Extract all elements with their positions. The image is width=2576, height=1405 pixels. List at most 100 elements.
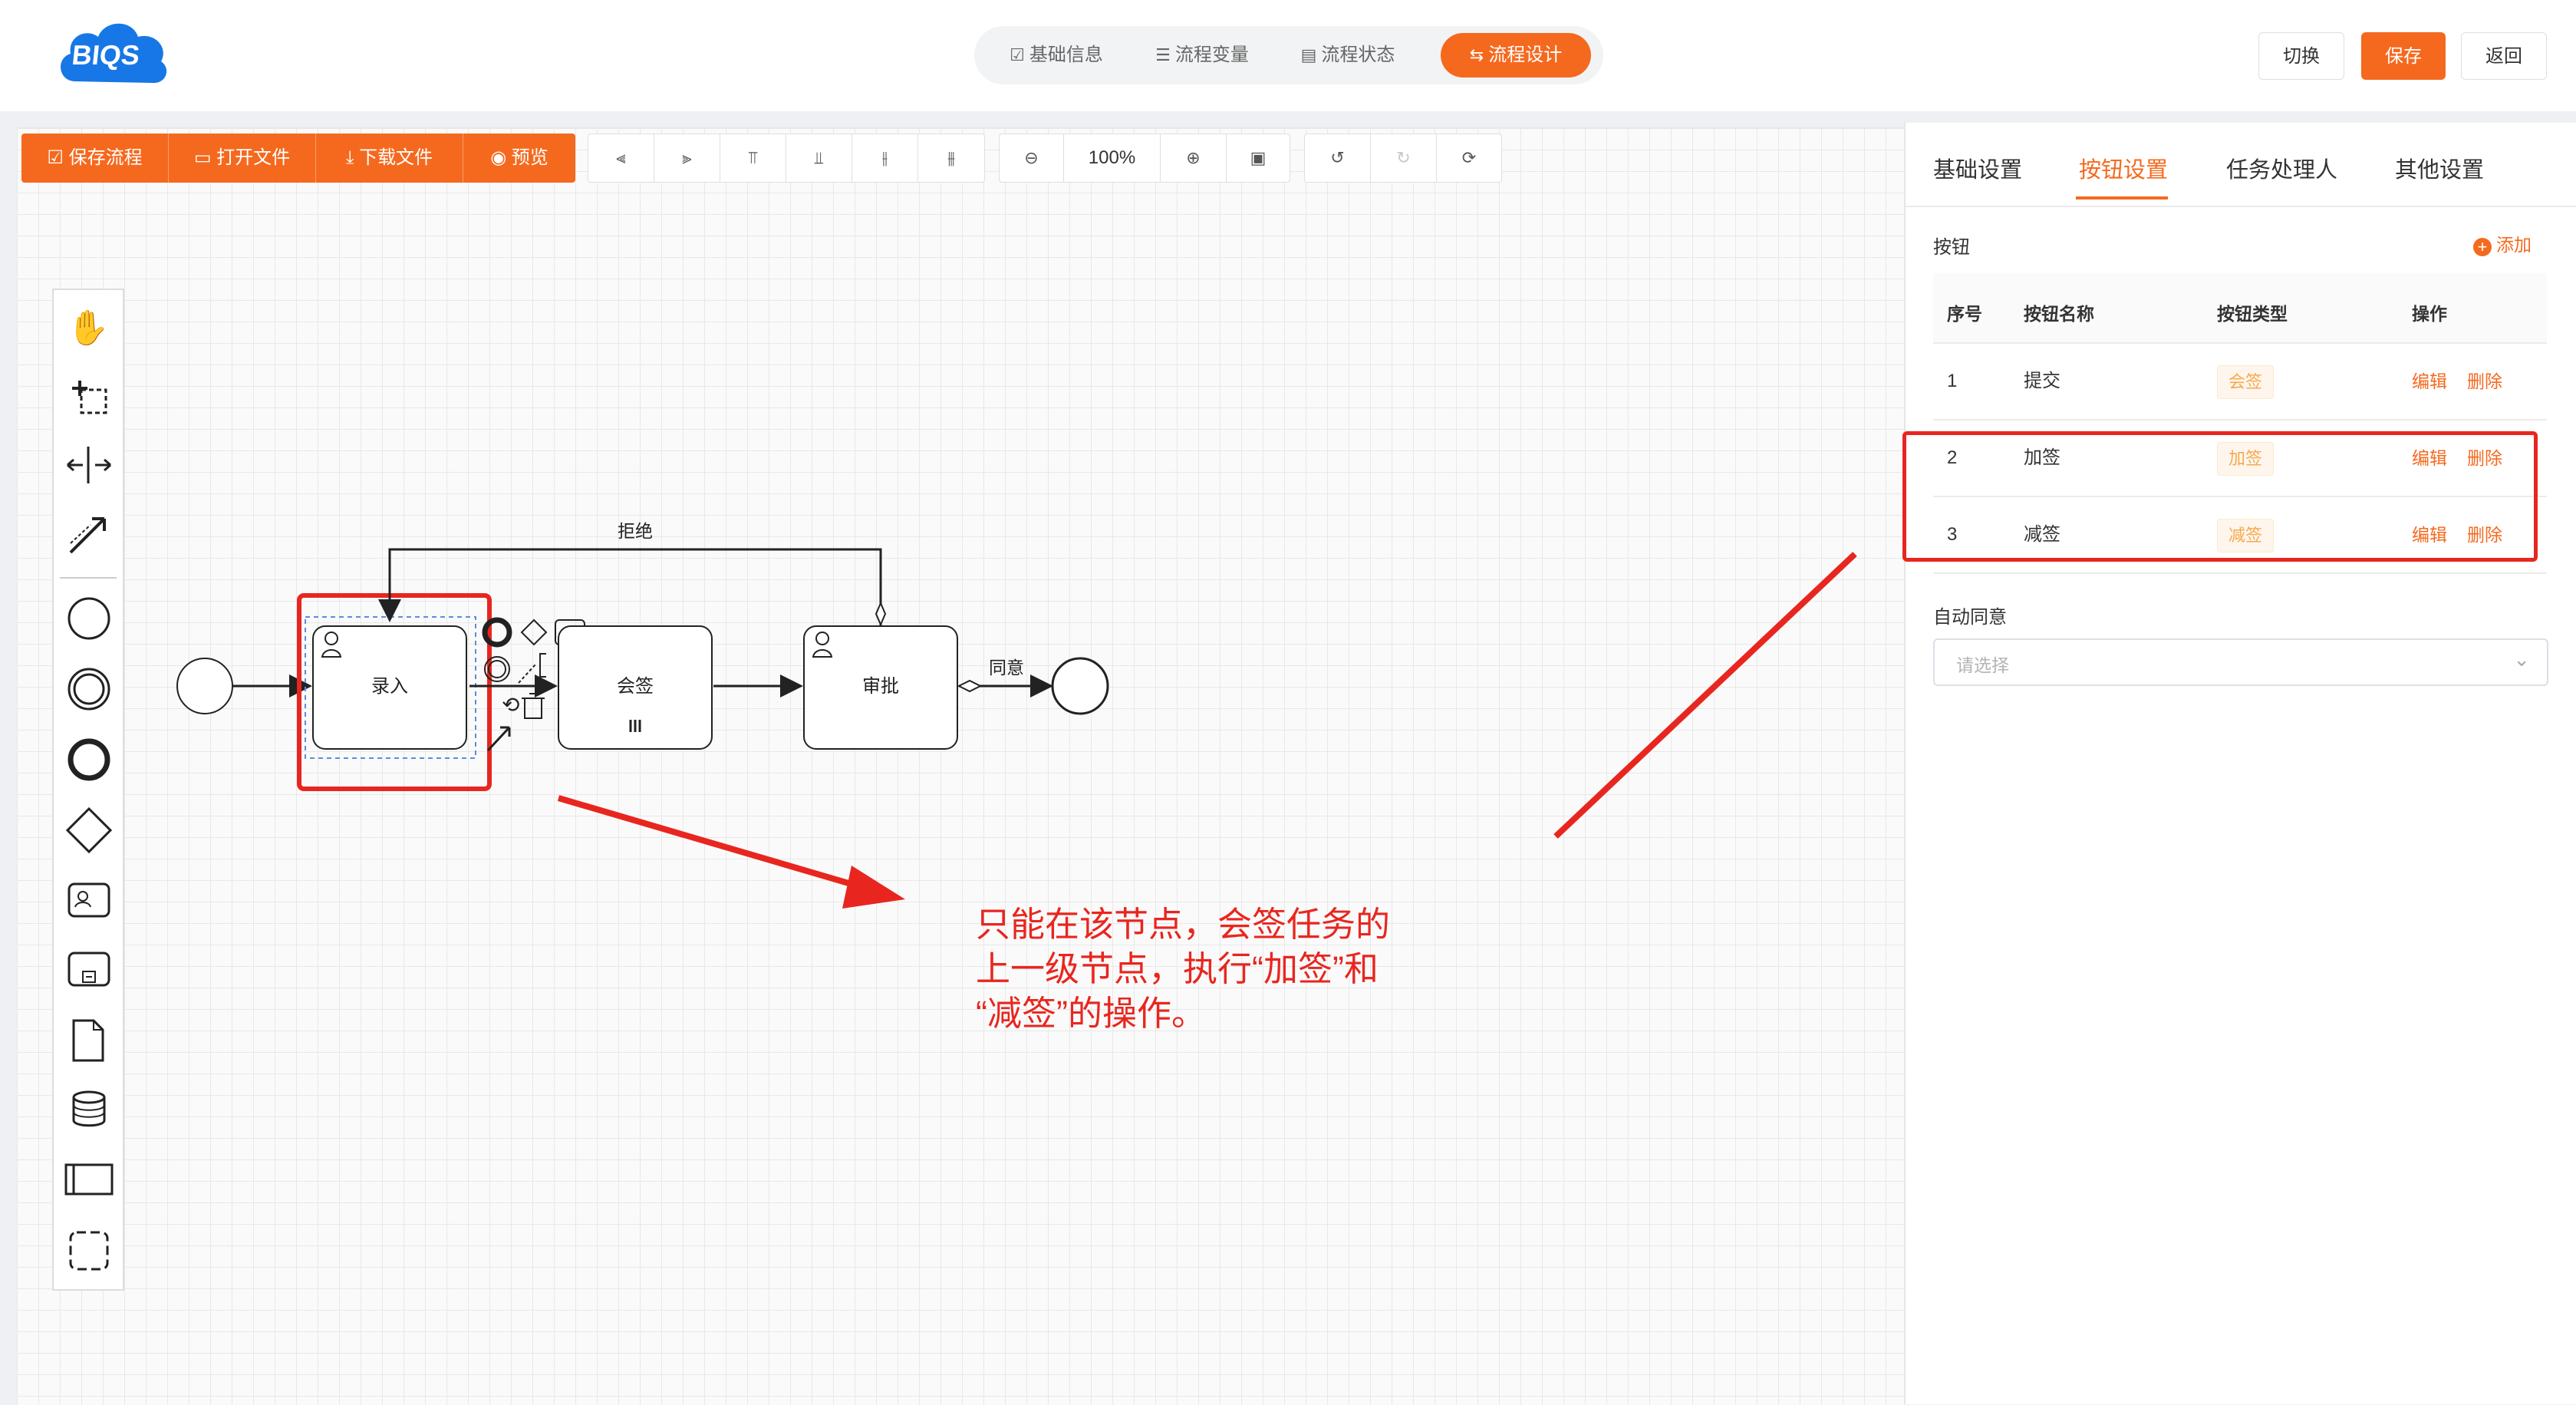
append-gateway-icon[interactable] bbox=[520, 618, 548, 646]
delete-link[interactable]: 删除 bbox=[2467, 448, 2502, 468]
preview-button[interactable]: ◉ 预览 bbox=[463, 134, 575, 183]
download-file-button[interactable]: ⤓ 下载文件 bbox=[316, 134, 463, 183]
tab-process-design[interactable]: ⇆流程设计 bbox=[1441, 33, 1591, 78]
type-tag: 加签 bbox=[2217, 442, 2275, 476]
subprocess-icon[interactable] bbox=[66, 950, 112, 988]
save-button[interactable]: 保存 bbox=[2361, 32, 2446, 80]
auto-agree-select[interactable]: 请选择 ⌄ bbox=[1933, 638, 2548, 686]
process-nav: ☑基础信息 ☰流程变量 ▤流程状态 ⇆流程设计 bbox=[974, 26, 1603, 84]
annotation-arrow bbox=[557, 795, 905, 909]
fit-view-button[interactable]: ▣ bbox=[1227, 134, 1290, 182]
logo-text: BIQS bbox=[71, 39, 141, 71]
highlight-task-box bbox=[297, 593, 492, 791]
download-file-label: 下载文件 bbox=[359, 147, 433, 168]
align-bottom-button[interactable]: ⫫ bbox=[786, 134, 852, 182]
table-row: 1 提交 会签 编辑 删除 bbox=[1933, 344, 2547, 421]
delete-icon[interactable] bbox=[522, 693, 545, 719]
annotation-note: 只能在该节点，会签任务的 上一级节点，执行“加签”和 “减签”的操作。 bbox=[976, 902, 1451, 1036]
bpmn-canvas[interactable] bbox=[17, 127, 1904, 1405]
tab-basic-settings[interactable]: 基础设置 bbox=[1933, 158, 2023, 183]
align-top-button[interactable]: ⫪ bbox=[720, 134, 786, 182]
data-store-icon[interactable] bbox=[69, 1088, 109, 1131]
switch-button[interactable]: 切换 bbox=[2258, 32, 2344, 80]
element-palette: ✋ bbox=[52, 289, 124, 1291]
align-center-button[interactable]: ⫲ bbox=[852, 134, 918, 182]
align-middle-button[interactable]: ⫵ bbox=[918, 134, 984, 182]
undo-icon: ↺ bbox=[1330, 148, 1345, 167]
align-right-button[interactable]: ⫸ bbox=[654, 134, 720, 182]
intermediate-event-icon[interactable] bbox=[66, 666, 112, 712]
save-icon: ☑ bbox=[47, 147, 69, 168]
edit-link[interactable]: 编辑 bbox=[2412, 525, 2447, 545]
end-event[interactable] bbox=[1051, 657, 1109, 715]
space-tool-icon[interactable] bbox=[64, 444, 112, 486]
tab-button-settings[interactable]: 按钮设置 bbox=[2079, 158, 2169, 183]
fit-view-icon: ▣ bbox=[1250, 148, 1267, 167]
note-line: “减签”的操作。 bbox=[976, 994, 1206, 1033]
append-intermediate-icon[interactable] bbox=[484, 656, 510, 682]
data-object-icon[interactable] bbox=[69, 1017, 107, 1064]
save-flow-button[interactable]: ☑ 保存流程 bbox=[21, 134, 169, 183]
tab-process-status[interactable]: ▤流程状态 bbox=[1283, 33, 1413, 78]
file-toolbar: ☑ 保存流程 ▭ 打开文件 ⤓ 下载文件 ◉ 预览 bbox=[21, 134, 575, 183]
biqs-logo[interactable]: BIQS bbox=[52, 11, 175, 95]
context-pad[interactable]: ⟲ bbox=[482, 617, 585, 752]
user-icon bbox=[812, 632, 833, 658]
col-type: 按钮类型 bbox=[2217, 304, 2288, 324]
group-icon[interactable] bbox=[66, 1228, 112, 1274]
tab-process-variables[interactable]: ☰流程变量 bbox=[1137, 33, 1267, 78]
back-button[interactable]: 返回 bbox=[2461, 32, 2547, 80]
end-event-icon[interactable] bbox=[66, 737, 112, 783]
note-line: 上一级节点，执行“加签”和 bbox=[976, 949, 1379, 988]
tab-other-settings[interactable]: 其他设置 bbox=[2395, 158, 2485, 183]
properties-panel: 基础设置 按钮设置 任务处理人 其他设置 按钮 +添加 序号 按钮名称 按钮类型… bbox=[1902, 123, 2576, 1404]
reset-button[interactable]: ⟳ bbox=[1437, 134, 1501, 182]
hand-tool[interactable]: ✋ bbox=[54, 301, 123, 355]
connect-icon[interactable] bbox=[486, 726, 511, 752]
open-file-label: 打开文件 bbox=[216, 147, 291, 168]
append-text-icon[interactable] bbox=[518, 664, 536, 684]
doc-icon: ▤ bbox=[1300, 45, 1317, 64]
start-event[interactable] bbox=[176, 658, 233, 714]
zoom-out-icon: ⊖ bbox=[1024, 148, 1039, 167]
sliders-icon: ☰ bbox=[1155, 45, 1171, 64]
auto-agree-label: 自动同意 bbox=[1933, 607, 2007, 628]
edit-link[interactable]: 编辑 bbox=[2412, 448, 2447, 468]
tabs-divider bbox=[1906, 206, 2576, 207]
connect-tool-icon[interactable] bbox=[68, 513, 110, 556]
row-index: 3 bbox=[1947, 524, 1958, 545]
start-event-icon[interactable] bbox=[66, 595, 112, 641]
zoom-toolbar: ⊖ 100% ⊕ ▣ bbox=[999, 134, 1290, 183]
reset-icon: ⟳ bbox=[1461, 148, 1477, 167]
table-bottom-border bbox=[1933, 572, 2547, 574]
undo-button[interactable]: ↺ bbox=[1305, 134, 1371, 182]
row-name: 减签 bbox=[2024, 524, 2060, 545]
eye-icon: ◉ bbox=[490, 147, 512, 168]
tab-basic-info[interactable]: ☑基础信息 bbox=[991, 33, 1122, 78]
task-entry[interactable] bbox=[312, 625, 467, 750]
append-end-event-icon[interactable] bbox=[482, 617, 512, 648]
save-flow-label: 保存流程 bbox=[68, 147, 143, 168]
align-left-button[interactable]: ⫷ bbox=[588, 134, 654, 182]
edit-link[interactable]: 编辑 bbox=[2412, 371, 2447, 391]
delete-link[interactable]: 删除 bbox=[2467, 525, 2502, 545]
tab-task-handler[interactable]: 任务处理人 bbox=[2226, 158, 2338, 183]
reject-flow[interactable] bbox=[378, 548, 882, 626]
task-countersign[interactable] bbox=[558, 625, 713, 750]
lasso-tool-icon[interactable] bbox=[68, 374, 110, 417]
pool-icon[interactable] bbox=[63, 1160, 115, 1199]
gateway-icon[interactable] bbox=[64, 806, 114, 855]
zoom-out-button[interactable]: ⊖ bbox=[1000, 134, 1064, 182]
note-line: 只能在该节点，会签任务的 bbox=[976, 905, 1391, 944]
multi-instance-icon bbox=[629, 720, 641, 732]
align-left-icon: ⫷ bbox=[616, 148, 626, 167]
delete-link[interactable]: 删除 bbox=[2467, 371, 2502, 391]
app-header: BIQS ☑基础信息 ☰流程变量 ▤流程状态 ⇆流程设计 切换 保存 返回 bbox=[0, 0, 2576, 111]
redo-button[interactable]: ↻ bbox=[1371, 134, 1437, 182]
add-button[interactable]: +添加 bbox=[2473, 230, 2532, 256]
user-task-icon[interactable] bbox=[66, 881, 112, 919]
open-file-button[interactable]: ▭ 打开文件 bbox=[169, 134, 316, 183]
align-middle-icon: ⫵ bbox=[947, 148, 956, 167]
zoom-in-button[interactable]: ⊕ bbox=[1161, 134, 1227, 182]
change-type-icon[interactable]: ⟲ bbox=[502, 693, 519, 717]
